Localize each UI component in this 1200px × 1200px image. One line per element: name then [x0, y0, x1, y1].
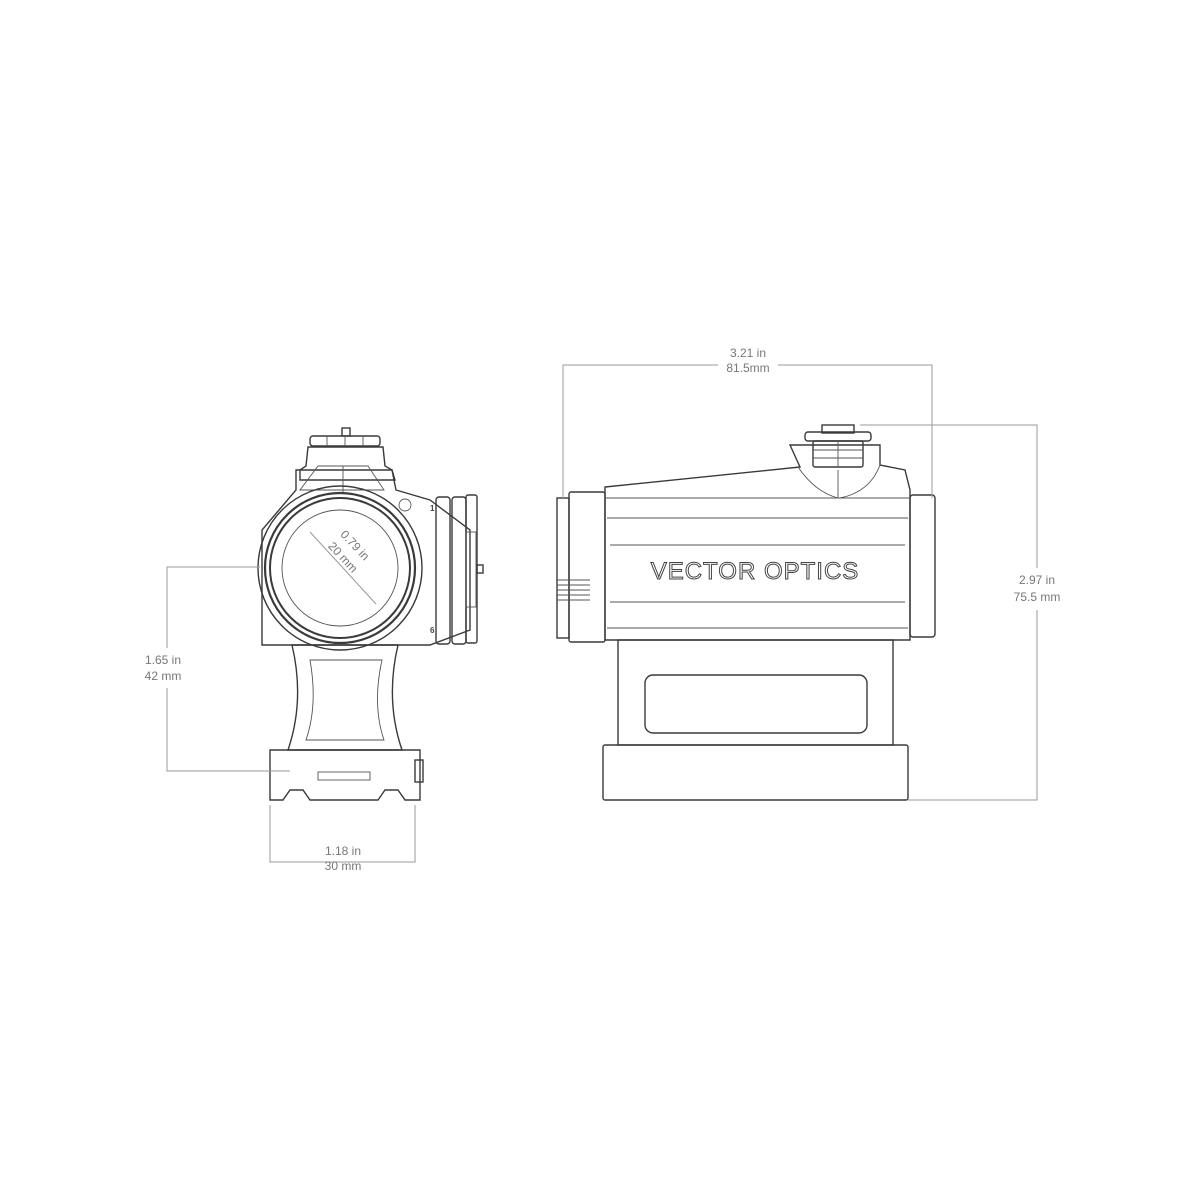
optical-height-dimension: 1.65 in 42 mm [145, 566, 290, 772]
optical-height-in: 1.65 in [145, 653, 181, 667]
length-in: 3.21 in [730, 346, 766, 360]
knob-mark-max: 6 [430, 626, 435, 635]
front-view: 0.79 in 20 mm 1 6 [257, 427, 484, 801]
front-lens [257, 485, 423, 651]
brightness-turret: 1 6 [430, 494, 484, 645]
total-height-mm: 75.5 mm [1014, 590, 1061, 604]
front-mount-riser [287, 644, 403, 751]
side-housing [604, 444, 911, 641]
mount-width-in: 1.18 in [325, 844, 361, 858]
side-view: VECTOR OPTICS [556, 424, 936, 801]
lens-diameter-line [309, 531, 377, 605]
brand-logo: VECTOR OPTICS [651, 558, 860, 585]
front-housing [261, 469, 471, 646]
side-mount-base [602, 744, 909, 801]
mount-width-dimension: 1.18 in 30 mm [269, 805, 416, 873]
front-mount-base [269, 749, 421, 801]
length-dimension: 3.21 in 81.5mm [562, 346, 933, 498]
knob-mark-min: 1 [430, 504, 435, 513]
optical-height-mm: 42 mm [145, 669, 182, 683]
mount-width-mm: 30 mm [325, 859, 362, 873]
total-height-in: 2.97 in [1019, 573, 1055, 587]
front-top-knob [299, 427, 396, 481]
length-mm: 81.5mm [726, 361, 769, 375]
side-mount-riser [617, 639, 894, 746]
total-height-dimension: 2.97 in 75.5 mm [860, 424, 1061, 801]
side-top-knob [804, 424, 872, 468]
